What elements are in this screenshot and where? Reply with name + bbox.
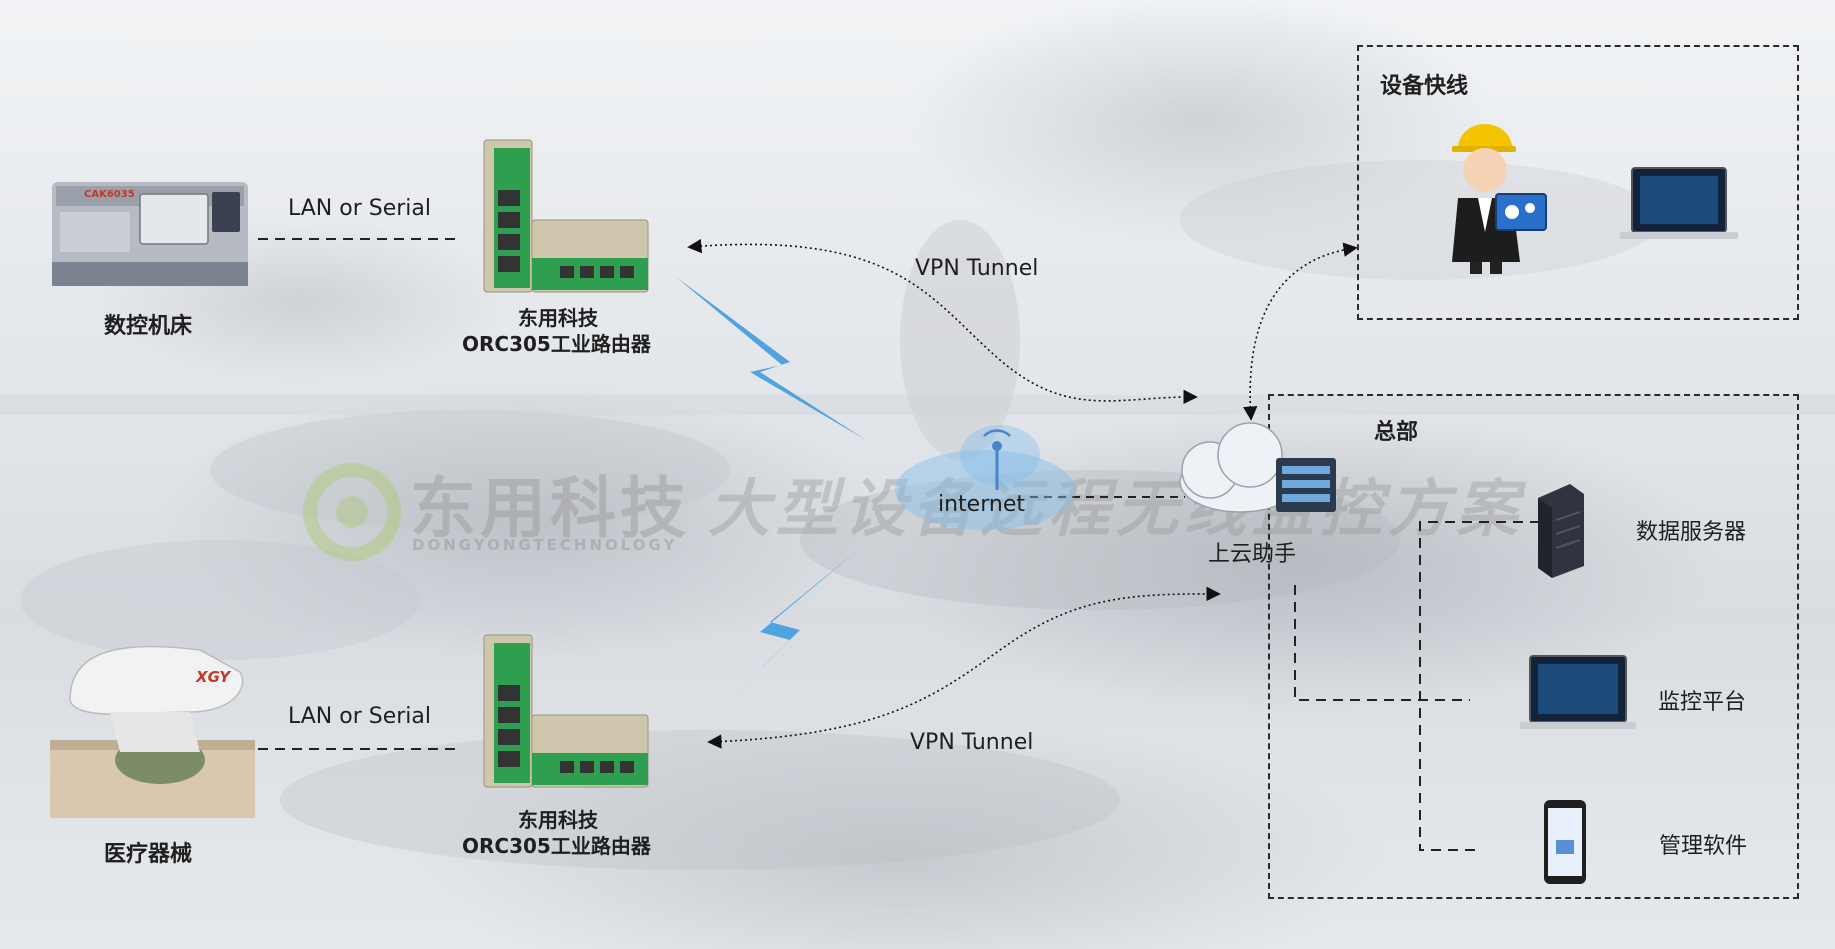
- lan-label-top: LAN or Serial: [288, 196, 432, 221]
- cnc-brand: CAK6035: [84, 189, 135, 200]
- cloud-remote-curve: [1243, 242, 1358, 421]
- lan-label-bottom: LAN or Serial: [288, 704, 432, 729]
- robot-brand: XGY: [196, 668, 231, 686]
- cloud-label: 上云助手: [1208, 542, 1297, 567]
- vpn-label-bottom: VPN Tunnel: [910, 730, 1034, 755]
- hq-title: 总部: [1374, 420, 1419, 445]
- remote-access-box: [1357, 45, 1799, 320]
- vpn-label-top: VPN Tunnel: [915, 256, 1039, 281]
- remote-title: 设备快线: [1380, 74, 1469, 99]
- server-label: 数据服务器: [1636, 520, 1747, 545]
- watermark-slogan: 大型设备远程无线监控方案: [708, 472, 1525, 545]
- router-bottom-line1: 东用科技: [518, 808, 598, 832]
- cnc-label: 数控机床: [104, 314, 193, 339]
- router-bottom-line2: ORC305工业路由器: [462, 834, 651, 858]
- vpn-curve-bottom: [707, 586, 1221, 749]
- watermark-english: DONGYONGTECHNOLOGY: [412, 536, 678, 554]
- monitor-label: 监控平台: [1658, 690, 1747, 715]
- router-top-line1: 东用科技: [518, 306, 598, 330]
- software-label: 管理软件: [1659, 834, 1748, 859]
- internet-label: internet: [938, 492, 1025, 517]
- watermark-brand: 东用科技: [410, 470, 690, 547]
- medical-label: 医疗器械: [104, 842, 193, 867]
- router-top-line2: ORC305工业路由器: [462, 332, 651, 356]
- headquarters-box: [1268, 394, 1799, 899]
- vpn-curve-top: [687, 238, 1198, 405]
